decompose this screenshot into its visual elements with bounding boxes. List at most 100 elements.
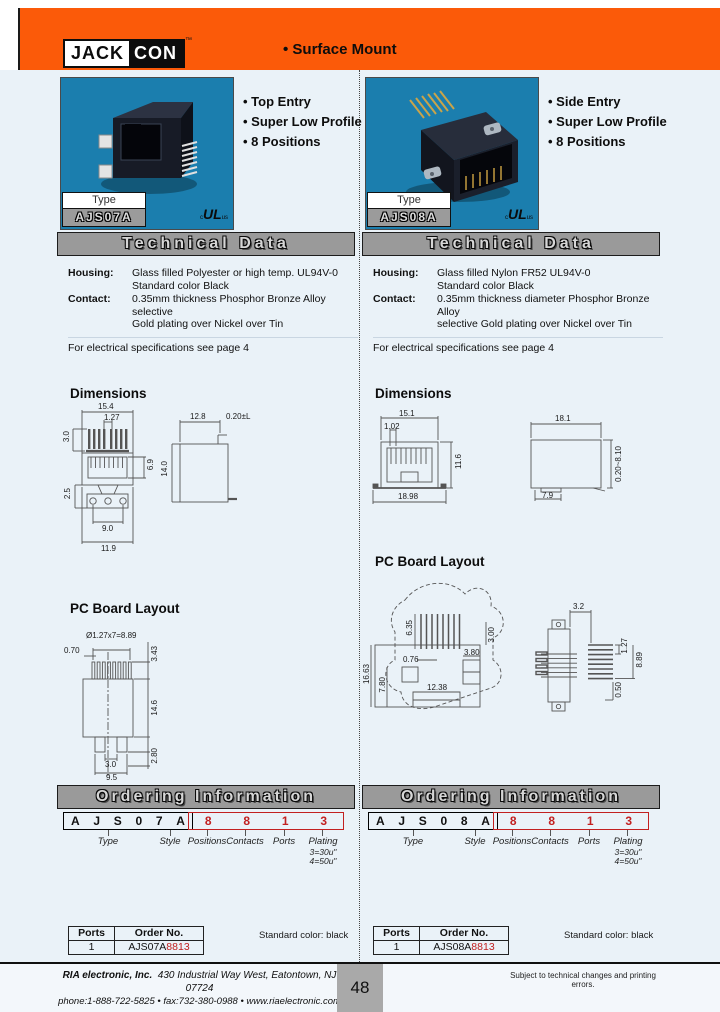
header-bar: JACK CON ™ Surface Mount: [18, 8, 720, 70]
pcb-drawing-ajs08a: 6.35 0.76 3.80 3.00 16.63 7.80 12.38 3.2…: [362, 572, 670, 772]
header-tagline: Surface Mount: [283, 41, 396, 58]
code-pointer-line: [627, 830, 628, 836]
dim-label: 14.6: [150, 700, 159, 716]
dim-label: 7.80: [378, 677, 387, 693]
dim-label: 11.6: [454, 454, 463, 469]
code-pointer-line: [512, 830, 513, 836]
code-pointer-line: [108, 830, 109, 836]
dim-label: 7.9: [542, 491, 554, 500]
code-pointer-line: [207, 830, 208, 836]
company-address: 430 Industrial Way West, Eatontown, NJ 0…: [157, 970, 337, 994]
code-pointer-line: [550, 830, 551, 836]
ordering-label-type: Type: [97, 836, 119, 847]
pcb-drawing-lines: [370, 582, 635, 712]
plating-option: 3=30u": [614, 847, 642, 857]
electrical-spec-note: For electrical specifications see page 4: [373, 336, 663, 355]
technical-data-right: Housing: Glass filled Nylon FR52 UL94V-0…: [373, 267, 663, 354]
ordering-label-plating: Plating: [613, 836, 643, 847]
dim-label: 0.50: [614, 682, 623, 698]
dim-label: 15.1: [399, 409, 415, 418]
technical-data-header-right: Technical Data: [362, 232, 660, 256]
company-name: RIA electronic, Inc.: [62, 970, 153, 981]
pcb-drawing-lines: [82, 642, 150, 776]
dim-label: 1.27: [620, 638, 629, 654]
order-table-ajs08a: Ports Order No. 1 AJS08A8813: [373, 926, 509, 955]
code-pointer-line: [413, 830, 414, 836]
dim-label: 2.80: [150, 748, 159, 764]
type-label: Type: [62, 192, 146, 209]
ordering-label-positions: Positions: [492, 836, 532, 847]
ordering-label-ports: Ports: [272, 836, 296, 847]
code-pointer-line: [245, 830, 246, 836]
dim-label: 18.1: [555, 414, 571, 423]
ordering-label-style: Style: [159, 836, 181, 847]
dim-label: 18.98: [398, 492, 419, 501]
pcb-title-right: PC Board Layout: [375, 554, 485, 569]
dim-label: 0.20±L: [226, 412, 251, 421]
feature-item: 8 Positions: [548, 132, 667, 152]
plating-option: 4=50u": [614, 856, 642, 866]
connector-top-entry-image: [98, 102, 198, 194]
dim-label: 3.0: [62, 431, 71, 443]
dimensions-title-right: Dimensions: [375, 386, 452, 401]
technical-data-header-left: Technical Data: [57, 232, 355, 256]
ul-certification-icon: cULus: [505, 206, 534, 222]
brand-logo-primary: JACK: [65, 41, 130, 66]
ul-certification-icon: cULus: [200, 206, 229, 222]
dim-label: Ø1.27x7=8.89: [86, 631, 137, 640]
brand-logo: JACK CON ™: [63, 37, 192, 68]
connector-side-entry-image: [406, 90, 518, 202]
code-pointer-line: [284, 830, 285, 836]
code-pointer-line: [322, 830, 323, 836]
ordering-label-contacts: Contacts: [226, 836, 264, 847]
code-pointer-line: [589, 830, 590, 836]
dim-label: 9.0: [102, 524, 114, 533]
dim-label: 3.0: [105, 760, 117, 769]
dim-label: 16.63: [362, 664, 371, 685]
feature-list-ajs08a: Side Entry Super Low Profile 8 Positions: [548, 92, 667, 152]
model-badge-ajs07a: AJS07A: [62, 208, 146, 227]
plating-option: 4=50u": [309, 856, 337, 866]
left-margin: [0, 8, 18, 70]
electrical-spec-note: For electrical specifications see page 4: [68, 336, 358, 355]
type-label: Type: [367, 192, 451, 209]
product-photo-ajs07a: Type AJS07A cULus: [60, 77, 234, 230]
order-table-row: 1 AJS08A8813: [374, 941, 508, 954]
technical-data-left: Housing: Glass filled Polyester or high …: [68, 267, 358, 354]
dim-label: 3.43: [150, 646, 159, 662]
feature-item: Side Entry: [548, 92, 667, 112]
ordering-label-style: Style: [464, 836, 486, 847]
code-pointer-line: [170, 830, 171, 836]
dim-label: 11.9: [101, 544, 116, 553]
dim-label: 6.9: [146, 459, 155, 471]
dim-label: 9.5: [106, 773, 118, 782]
column-divider: [359, 70, 360, 962]
ordering-header-left: Ordering Information: [57, 785, 355, 809]
page-number: 48: [337, 964, 383, 1012]
plating-option: 3=30u": [309, 847, 337, 857]
order-table-row: 1 AJS07A8813: [69, 941, 203, 954]
footer-rule: [0, 962, 720, 964]
feature-list-ajs07a: Top Entry Super Low Profile 8 Positions: [243, 92, 362, 152]
ordering-label-plating: Plating: [308, 836, 338, 847]
footer-company-block: RIA electronic, Inc. 430 Industrial Way …: [52, 969, 347, 1008]
housing-row: Housing: Glass filled Polyester or high …: [68, 267, 339, 292]
dim-label: 0.70: [64, 646, 80, 655]
dim-label: 15.4: [98, 402, 114, 411]
contact-row: Contact: 0.35mm thickness Phosphor Bronz…: [68, 293, 326, 330]
dimension-drawing-lines: [372, 416, 613, 504]
feature-item: 8 Positions: [243, 132, 362, 152]
contact-row: Contact: 0.35mm thickness diameter Phosp…: [373, 293, 650, 330]
order-table-ajs07a: Ports Order No. 1 AJS07A8813: [68, 926, 204, 955]
ordering-label-positions: Positions: [187, 836, 227, 847]
pcb-drawing-ajs07a: Ø1.27x7=8.89 0.70 3.43 14.6 2.80 3.0 9.5: [60, 614, 360, 782]
dimension-drawing-ajs08a: 15.1 1.02 11.6 18.98 18.1 0.20~8.10 7.9: [365, 398, 670, 556]
dimension-drawing-lines: [72, 410, 237, 544]
dimensions-title-left: Dimensions: [70, 386, 147, 401]
dim-label: 1.27: [104, 413, 120, 422]
dimension-drawing-ajs07a: 15.4 1.27 3.0 6.9 2.5 9.0 11.9 12.8 0.20…: [60, 398, 360, 560]
product-photo-ajs08a: Type AJS08A cULus: [365, 77, 539, 230]
